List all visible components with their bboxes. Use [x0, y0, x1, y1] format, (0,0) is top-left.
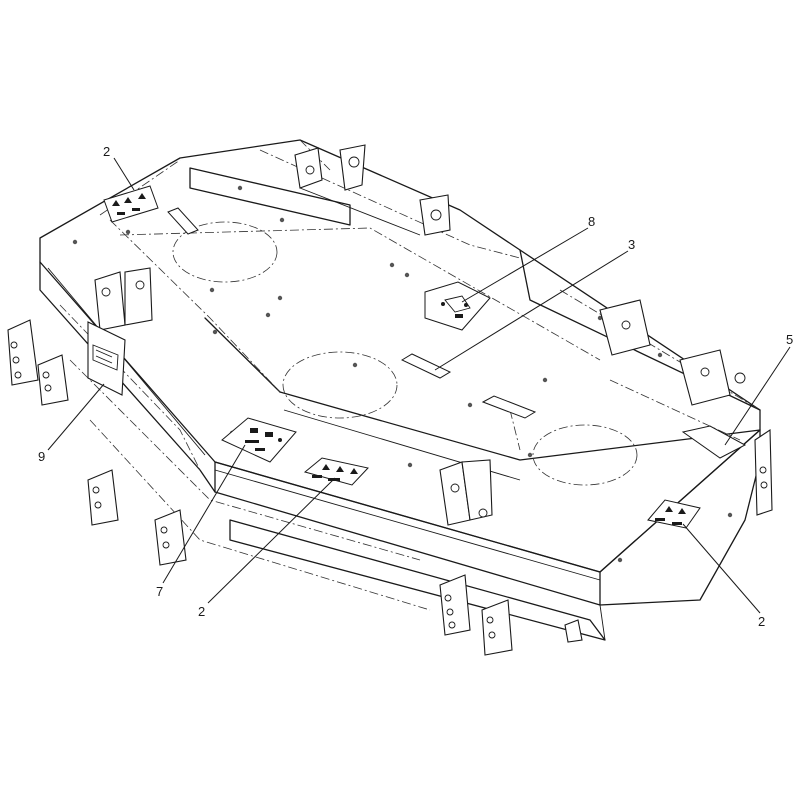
callouts: 2 8 3 5 9 7 2 2 — [38, 144, 793, 629]
callout-5: 5 — [786, 332, 793, 347]
left-brackets — [7, 267, 187, 566]
leader-lines — [47, 157, 791, 614]
fasteners — [72, 185, 733, 563]
right-brackets — [754, 428, 773, 516]
blade-openings — [172, 221, 638, 486]
callout-8: 8 — [588, 214, 595, 229]
decal-2-front-right — [647, 499, 701, 529]
leader-8 — [461, 227, 589, 303]
decal-9-logo-panel — [87, 321, 126, 396]
leader-9 — [47, 383, 105, 451]
pads — [167, 207, 537, 419]
callout-7: 7 — [156, 584, 163, 599]
deck-body — [39, 139, 761, 641]
callout-9: 9 — [38, 449, 45, 464]
callout-2-front-center: 2 — [198, 604, 205, 619]
leader-3 — [434, 250, 629, 371]
decal-8 — [424, 281, 491, 331]
decal-2-rear-left — [103, 185, 159, 223]
callout-3: 3 — [628, 237, 635, 252]
leader-5 — [724, 346, 791, 446]
rear-brackets — [294, 144, 746, 406]
decal-7 — [221, 417, 297, 463]
leader-7 — [162, 444, 246, 584]
decal-5 — [681, 425, 747, 459]
decal-2-front-center — [303, 457, 369, 486]
callout-2-front-right: 2 — [758, 614, 765, 629]
leader-2-front-right — [682, 523, 761, 614]
leader-2-front-center — [207, 477, 336, 604]
front-brackets — [439, 459, 583, 656]
leader-2-rear-left — [113, 157, 135, 191]
callout-2-rear-left: 2 — [103, 144, 110, 159]
